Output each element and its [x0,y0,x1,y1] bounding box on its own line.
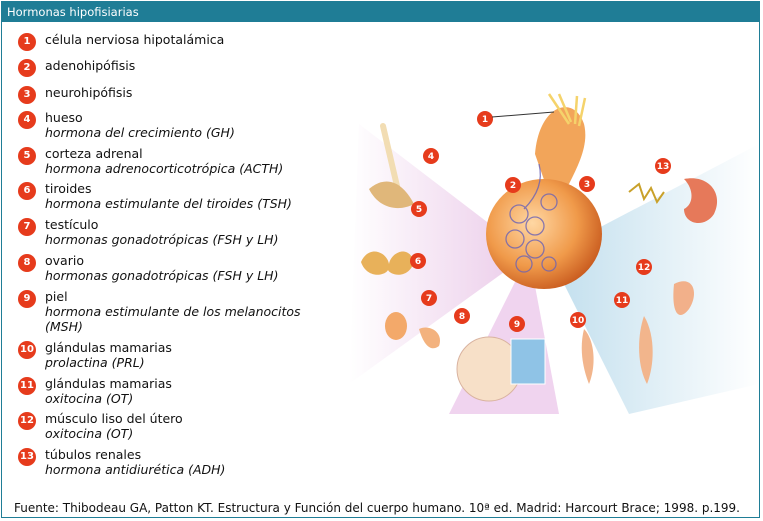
panel-title: Hormonas hipofisiarias [2,2,759,22]
uterus-shape [673,281,694,316]
svg-text:2: 2 [510,181,516,191]
ovary-shape [419,327,440,349]
item-label: túbulos renales [45,447,142,462]
item-hormone: hormona del crecimiento (GH) [45,125,235,140]
figure-marker: 11 [614,292,630,308]
figure-marker: 4 [423,148,439,164]
number-badge: 4 [18,111,36,129]
number-badge: 8 [18,254,36,272]
figure-marker: 2 [505,177,521,193]
figure-marker: 1 [477,111,493,127]
item-hormone: hormona estimulante de los melanocitos (… [45,304,301,334]
figure-marker: 13 [655,158,671,174]
item-hormone: hormona estimulante del tiroides (TSH) [45,196,292,211]
adrenal-shape [369,181,414,209]
thyroid-shape [361,251,414,275]
svg-text:12: 12 [638,263,651,273]
svg-text:5: 5 [416,205,422,215]
svg-text:1: 1 [482,115,488,125]
item-label: célula nerviosa hipotalámica [45,32,225,47]
svg-text:4: 4 [428,152,434,162]
list-item: 2 adenohipófisis [18,58,135,77]
testis-shape [385,312,407,340]
number-badge: 3 [18,86,36,104]
item-label: glándulas mamarias [45,376,172,391]
item-label: hueso [45,110,83,125]
bone-shape [380,123,400,189]
item-hormone: hormonas gonadotrópicas (FSH y LH) [45,268,279,283]
number-badge: 12 [18,412,36,430]
kidney-shape [684,178,718,224]
figure-marker: 6 [410,253,426,269]
list-item: 1 célula nerviosa hipotalámica [18,32,224,51]
figure-marker: 12 [636,259,652,275]
number-badge: 6 [18,182,36,200]
number-badge: 2 [18,59,36,77]
figure-marker: 8 [454,308,470,324]
blood-vessel-network [505,163,558,273]
marker-leader-line [491,111,555,118]
skin-person-inset [510,338,546,385]
item-hormone: oxitocina (OT) [45,391,134,406]
item-hormone: prolactina (PRL) [45,355,145,370]
renal-tubule [628,182,665,205]
number-badge: 9 [18,290,36,308]
svg-text:3: 3 [584,180,590,190]
svg-text:6: 6 [415,257,421,267]
list-item: 3 neurohipófisis [18,85,132,104]
number-badge: 1 [18,33,36,51]
source-citation: Fuente: Thibodeau GA, Patton KT. Estruct… [14,501,740,515]
svg-text:11: 11 [616,296,629,306]
nerve-fibers [547,93,587,127]
item-label: neurohipófisis [45,85,133,100]
mammary-shape-11 [639,316,653,384]
item-hormone: hormonas gonadotrópicas (FSH y LH) [45,232,279,247]
figure-marker: 7 [421,290,437,306]
figure-marker: 3 [579,176,595,192]
number-badge: 7 [18,218,36,236]
number-badge: 5 [18,147,36,165]
svg-text:7: 7 [426,294,432,304]
item-label: glándulas mamarias [45,340,172,355]
item-hormone: hormona antidiurética (ADH) [45,462,226,477]
pituitary-illustration: 1 2 3 4 5 6 7 8 9 10 11 12 13 [349,93,759,414]
figure-marker: 10 [570,312,586,328]
item-hormone: hormona adrenocorticotrópica (ACTH) [45,161,284,176]
item-label: músculo liso del útero [45,411,183,426]
item-hormone: oxitocina (OT) [45,426,134,441]
number-badge: 11 [18,377,36,395]
item-label: testículo [45,217,99,232]
svg-text:10: 10 [572,316,585,326]
figure-marker: 5 [411,201,427,217]
svg-text:9: 9 [514,320,520,330]
hypothalamus-stalk [535,107,586,194]
item-label: adenohipófisis [45,58,136,73]
figure-marker: 9 [509,316,525,332]
mammary-shape-10 [581,329,594,384]
number-badge: 10 [18,341,36,359]
item-label: tiroides [45,181,92,196]
number-badge: 13 [18,448,36,466]
item-label: corteza adrenal [45,146,143,161]
item-label: ovario [45,253,84,268]
svg-text:8: 8 [459,312,465,322]
svg-text:13: 13 [657,162,670,172]
item-label: piel [45,289,68,304]
